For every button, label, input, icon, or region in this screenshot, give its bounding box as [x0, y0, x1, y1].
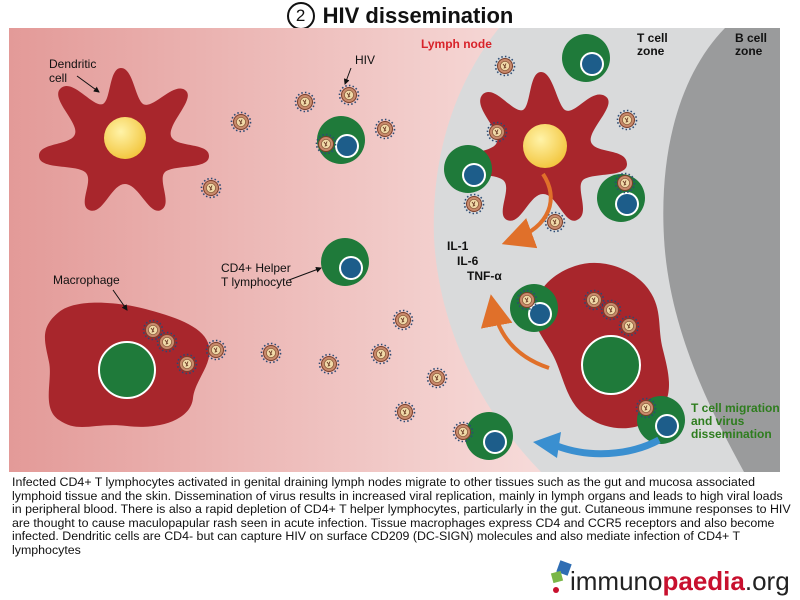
cd4-helper-pointer [288, 266, 322, 281]
hiv-label: HIV [355, 53, 375, 67]
figure-caption: Infected CD4+ T lymphocytes activated in… [12, 475, 791, 557]
macrophage-pointer [112, 289, 128, 311]
cytokine-arrow-1 [501, 172, 553, 249]
b-cell-zone [663, 28, 780, 472]
step-number: 2 [286, 2, 315, 30]
title-text: HIV dissemination [322, 3, 514, 28]
macrophage-label: Macrophage [53, 273, 120, 287]
hiv-pointer [343, 67, 352, 85]
logo-prefix: immuno [570, 566, 663, 596]
migration-arrow [555, 436, 661, 458]
logo-bold: paedia [662, 566, 745, 596]
logo-suffix: .org [744, 566, 790, 596]
dendritic-cell [39, 68, 209, 211]
migration-arrow-head [533, 432, 561, 458]
t-cell [562, 34, 610, 82]
cd4-helper-t-cell [321, 238, 369, 286]
t-cell [510, 284, 558, 332]
lymph-node-label: Lymph node [421, 37, 492, 51]
macrophage-nucleus-lymph-node [581, 335, 641, 395]
macrophage-nucleus [98, 341, 156, 399]
cytokine-arrow-2 [480, 294, 550, 370]
logo-cubes-icon [550, 560, 572, 593]
dendritic-cell-lymph-node [461, 72, 627, 221]
immunopaedia-logo[interactable]: immunopaedia.org [570, 566, 790, 597]
dendritic-pointer [76, 75, 100, 93]
t-cell [444, 145, 492, 193]
figure-title: 2 HIV dissemination [0, 2, 800, 30]
